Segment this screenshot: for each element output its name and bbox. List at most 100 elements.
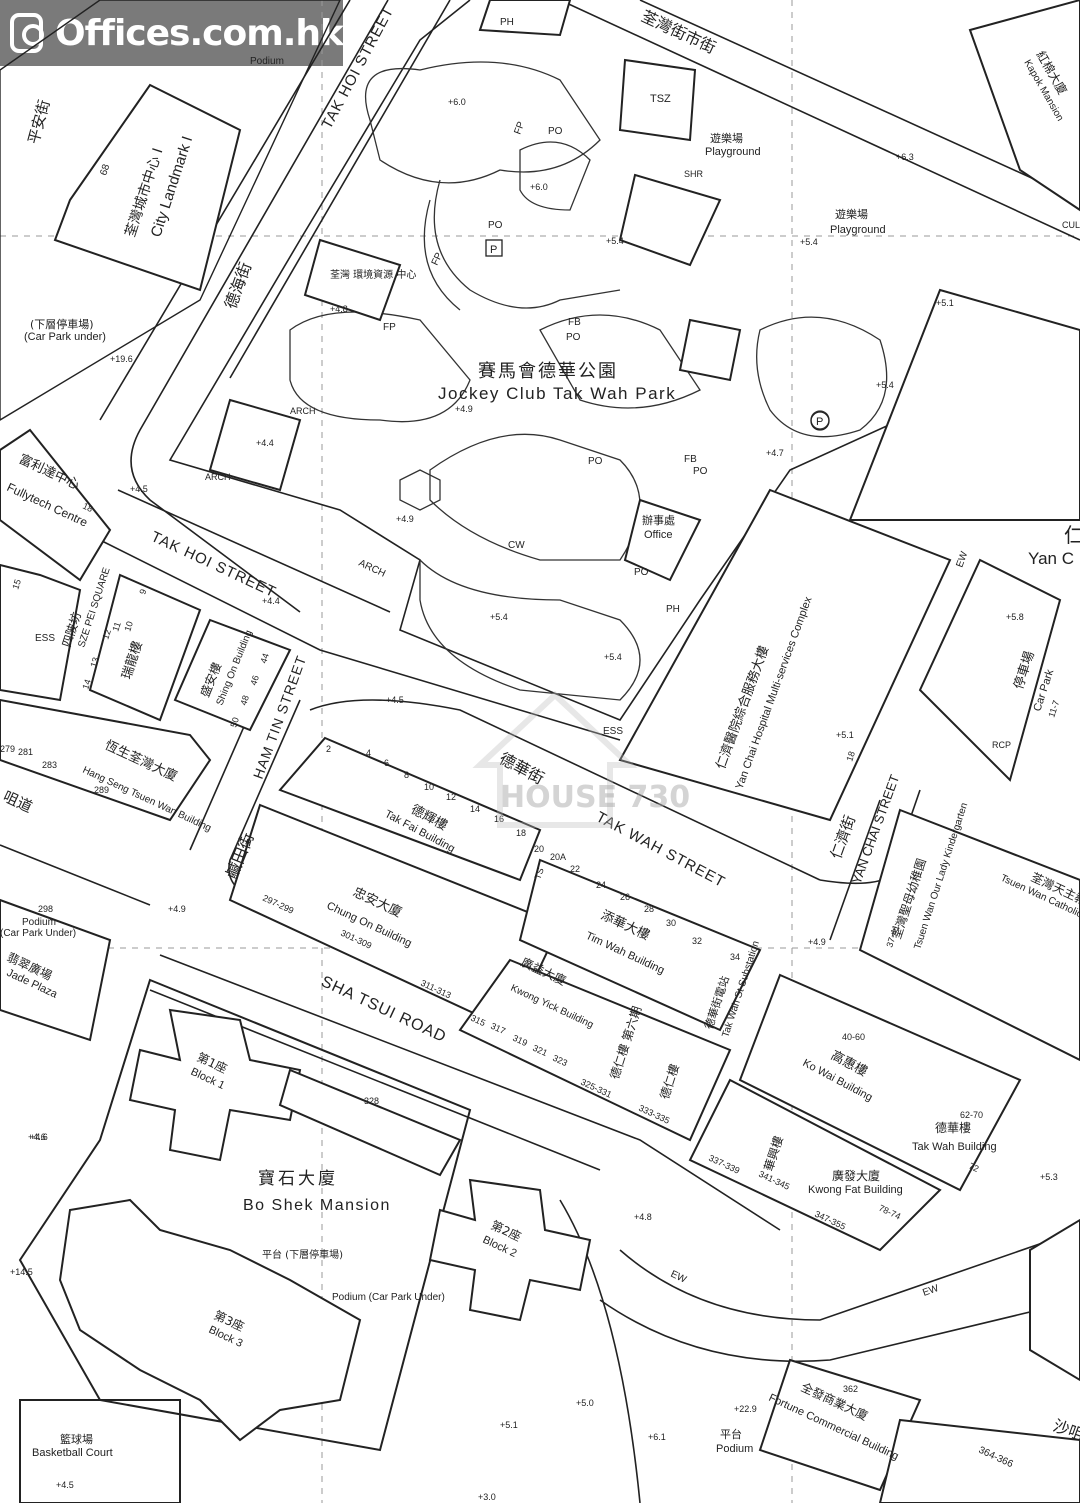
basketball-cn: 籃球場 [60, 1432, 93, 1446]
fortune-building[interactable] [758, 1358, 922, 1492]
po-6: PO [693, 466, 708, 477]
fullytech-building[interactable] [0, 428, 112, 582]
kapok-mansion[interactable] [968, 0, 1080, 212]
address-number: 10 [424, 782, 434, 792]
address-number: 48 [238, 694, 251, 707]
address-number: 50 [228, 716, 241, 729]
address-number: 12 [446, 792, 456, 802]
fortune-podium-en: Podium [716, 1443, 753, 1455]
p-marker-2: P [490, 244, 497, 256]
sui-lung-building[interactable] [88, 573, 202, 722]
yan-chai-complex[interactable] [618, 488, 952, 822]
bo-shek-en: Bo Shek Mansion [243, 1197, 391, 1214]
po-3: PO [566, 332, 581, 343]
po-4: PO [588, 456, 603, 467]
bo-shek-cn: 寶石大廈 [258, 1168, 338, 1189]
address-number: 8 [404, 770, 409, 780]
address-number: 2 [326, 744, 331, 754]
spot-height: +5.1 [836, 730, 854, 740]
city-landmark-building[interactable] [53, 83, 242, 292]
fb-1: FB [568, 317, 581, 328]
address-number: 28 [644, 904, 654, 914]
address-number: 14 [470, 804, 480, 814]
ph-top-label: PH [500, 17, 514, 28]
fp-1: FP [383, 322, 396, 333]
address-number: 4 [366, 748, 371, 758]
podium-left-cp: (Car Park Under) [0, 928, 76, 939]
arch2-label: ARCH [205, 472, 231, 482]
spot-height: +4.5 [56, 1480, 74, 1490]
car-park-en: (Car Park under) [24, 331, 106, 343]
spot-height: +22.9 [734, 1404, 757, 1414]
spot-height: +5.4 [800, 237, 818, 247]
kwong-fat-building[interactable] [688, 1078, 942, 1252]
jade-plaza[interactable] [0, 898, 112, 1042]
shr-label: SHR [684, 169, 704, 179]
spot-height: +5.3 [1040, 1172, 1058, 1182]
spot-height: +3.0 [478, 1492, 496, 1502]
ess-label: ESS [603, 726, 623, 737]
tak-fai-building[interactable] [278, 736, 542, 882]
address-number: 6 [384, 758, 389, 768]
spot-height: +6.0 [530, 182, 548, 192]
spot-height: +4.7 [766, 448, 784, 458]
shing-on-building[interactable] [173, 618, 292, 732]
ping-on-street-cn: 平安街 [24, 98, 53, 146]
po-5: PO [634, 567, 649, 578]
ko-wai-building[interactable] [738, 973, 1022, 1192]
podium-top: Podium [250, 56, 284, 67]
address-number: 10 [122, 620, 135, 633]
address-number: 46 [248, 674, 261, 687]
address-number: 30 [666, 918, 676, 928]
office-en: Office [644, 529, 673, 541]
ew-1: EW [954, 550, 970, 569]
park-name-en: Jockey Club Tak Wah Park [438, 384, 676, 403]
address-number: 16 [494, 814, 504, 824]
address-number: 279 [0, 744, 15, 754]
address-number: 32 [692, 936, 702, 946]
tak-hoi-street-cn: 德海街 [221, 260, 255, 312]
market-street-cn: 荃灣街市街 [638, 6, 719, 57]
fortune-podium-cn: 平台 [720, 1427, 742, 1441]
ew-2: EW [669, 1269, 689, 1286]
house730-text: HOUSE 730 [500, 780, 691, 815]
address-number: 22 [570, 864, 580, 874]
p-marker: P [816, 416, 823, 428]
hang-seng-building[interactable] [0, 698, 212, 822]
address-number: 283 [42, 760, 57, 770]
park-office[interactable] [623, 498, 702, 582]
fb-2: FB [684, 454, 697, 465]
spot-height: +4.5 [130, 484, 148, 494]
tak-hoi-street-top: TAK HOI STREET [319, 4, 398, 132]
address-number: 15 [10, 578, 23, 591]
address-number: 44 [258, 652, 271, 665]
car-park-right[interactable] [918, 558, 1062, 782]
spot-height: +4.4 [256, 438, 274, 448]
car-park-cn: (下層停車場) [30, 317, 94, 331]
rcp-label: RCP [992, 740, 1011, 750]
tak-wah-bldg-cn: 德華樓 [935, 1120, 971, 1135]
park-markers: P [485, 239, 830, 431]
yan-right-cn: 仁 [1064, 523, 1080, 547]
spot-height: +14.5 [10, 1267, 33, 1277]
park-name-cn: 賽馬會德華公園 [478, 360, 618, 382]
spot-height: +4.9 [168, 904, 186, 914]
address-number: 11-7 [1046, 699, 1061, 719]
site-logo[interactable]: Offices.com.hk [0, 0, 344, 66]
address-number: 9 [137, 588, 148, 596]
po-1: PO [548, 126, 563, 137]
basketball-en: Basketball Court [32, 1447, 113, 1459]
playground1-cn: 遊樂場 [710, 131, 743, 145]
address-number: 18 [844, 750, 857, 763]
office-cn: 辦事處 [642, 513, 675, 527]
kwong-fat-cn: 廣發大廈 [832, 1168, 880, 1183]
kindergarten[interactable] [858, 808, 1080, 1062]
tsz-building[interactable] [618, 58, 697, 142]
tsz-label: TSZ [650, 93, 671, 105]
resource-centre[interactable] [303, 238, 402, 322]
address-number: 281 [18, 747, 33, 757]
playground2-en: Playground [830, 224, 886, 236]
address-number: 26 [620, 892, 630, 902]
yan-right-en: Yan C [1028, 549, 1074, 568]
